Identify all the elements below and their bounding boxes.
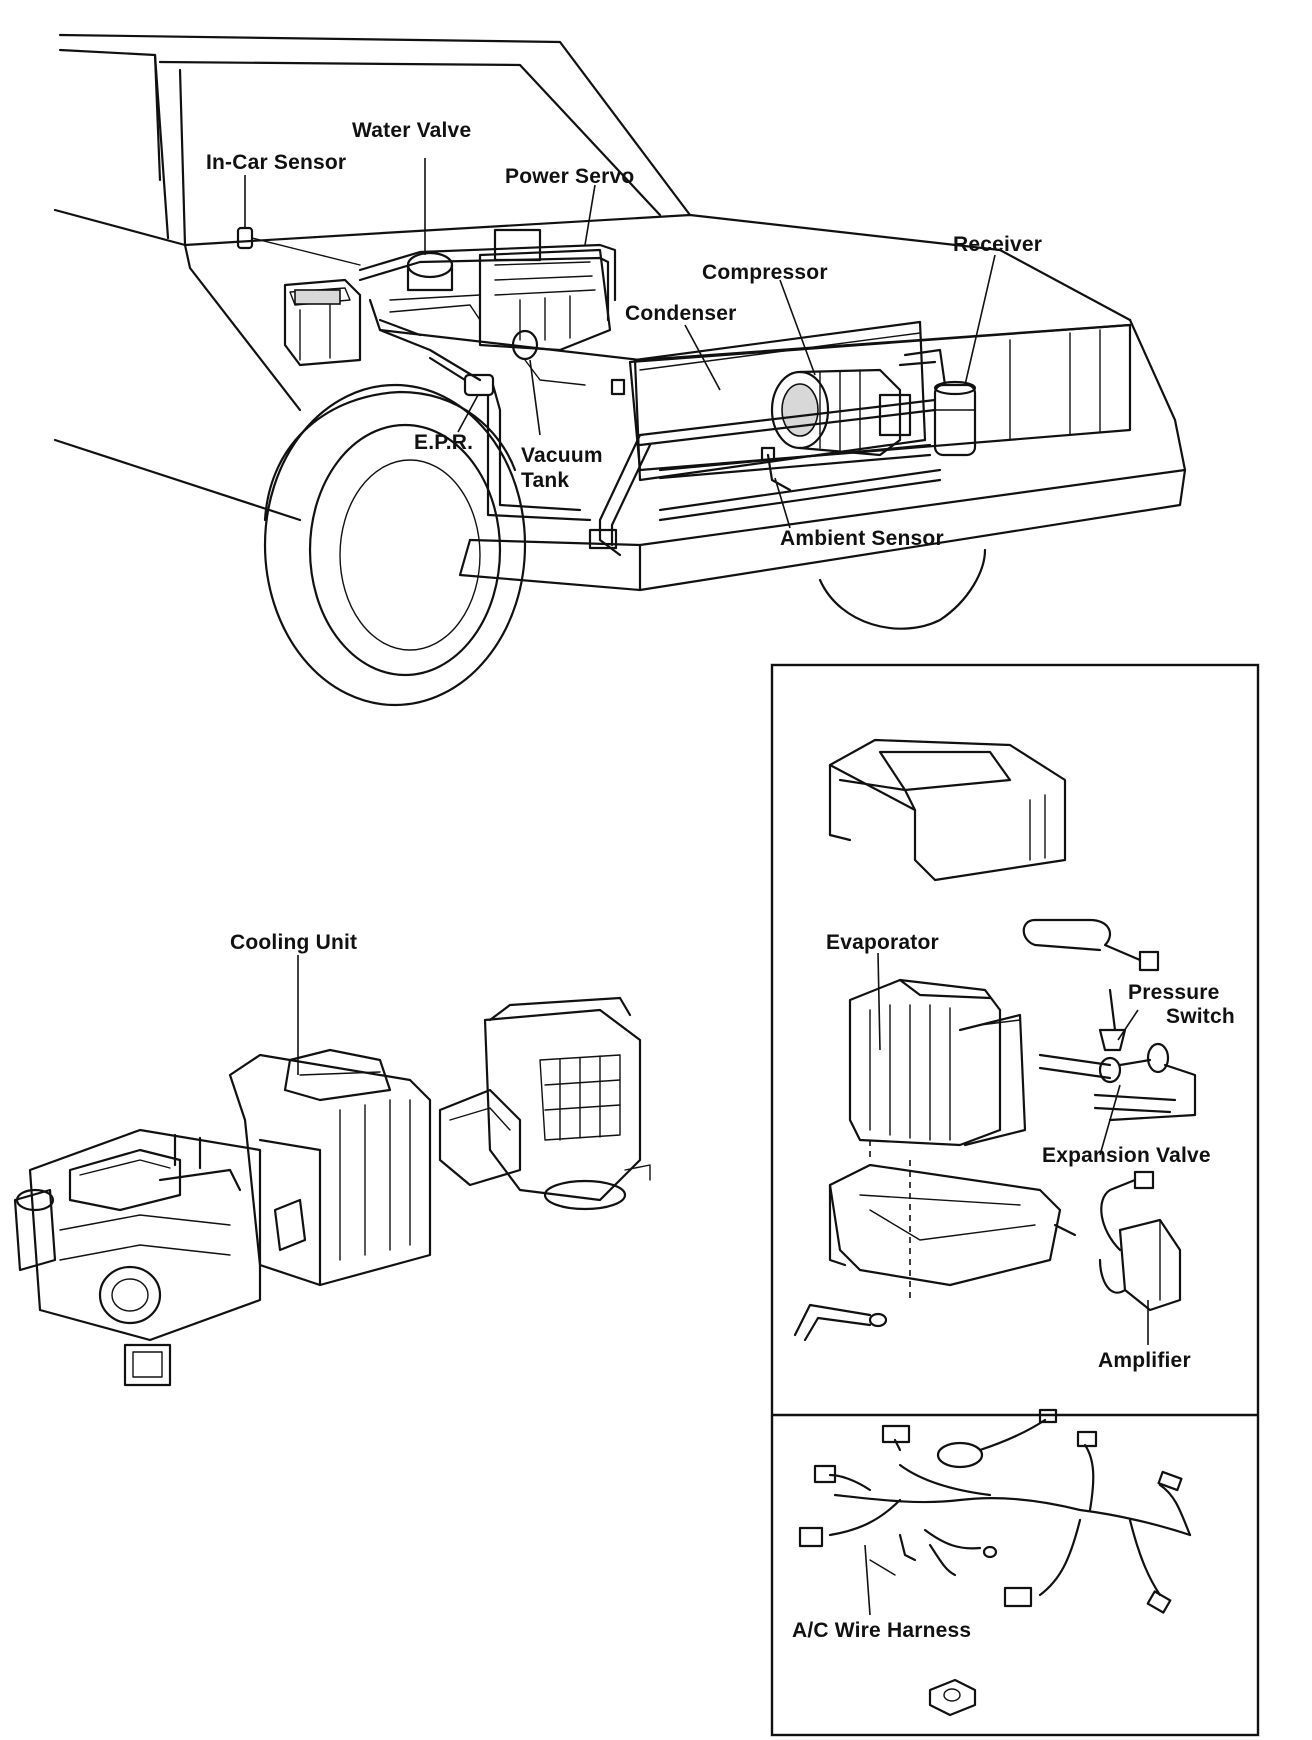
heater-blower-box: [283, 278, 362, 367]
label-pressure-switch-2: Switch: [1166, 1005, 1235, 1028]
label-ac-wire-harness: A/C Wire Harness: [792, 1619, 972, 1642]
label-water-valve: Water Valve: [352, 119, 472, 142]
expansion-valve-part: [1038, 1042, 1197, 1156]
label-ambient-sensor: Ambient Sensor: [780, 527, 944, 550]
refrigerant-pipes: [588, 398, 942, 557]
label-condenser: Condenser: [625, 302, 737, 325]
in-car-sensor-part: [236, 226, 361, 266]
compressor-part: [770, 368, 912, 457]
label-vacuum-tank-1: Vacuum: [521, 444, 603, 467]
label-expansion-valve: Expansion Valve: [1042, 1144, 1211, 1167]
water-valve-servo-cluster: [358, 228, 617, 522]
pressure-switch-part: [1022, 918, 1160, 1052]
amplifier-part: [1098, 1170, 1182, 1345]
label-vacuum-tank-2: Tank: [521, 469, 570, 492]
car-body-outline: [53, 33, 1187, 592]
front-wheel: [263, 383, 527, 707]
evaporator-part: [848, 952, 1027, 1147]
top-leader-lines: [244, 158, 996, 529]
ac-wire-harness-part: [798, 1408, 1192, 1717]
label-amplifier: Amplifier: [1098, 1349, 1191, 1372]
label-compressor: Compressor: [702, 261, 828, 284]
right-wheel: [818, 548, 987, 630]
label-epr: E.P.R.: [414, 431, 474, 454]
receiver-part: [898, 348, 977, 457]
label-pressure-switch-1: Pressure: [1128, 981, 1220, 1004]
cooling-unit-assembly: [13, 955, 651, 1387]
case-lower-part: [793, 1140, 1077, 1342]
label-in-car-sensor: In-Car Sensor: [206, 151, 347, 174]
case-upper-part: [828, 738, 1067, 882]
label-evaporator: Evaporator: [826, 931, 939, 954]
label-receiver: Receiver: [953, 233, 1043, 256]
parts-panel-frame: [770, 663, 1260, 1737]
label-cooling-unit: Cooling Unit: [230, 931, 358, 954]
label-power-servo: Power Servo: [505, 165, 635, 188]
